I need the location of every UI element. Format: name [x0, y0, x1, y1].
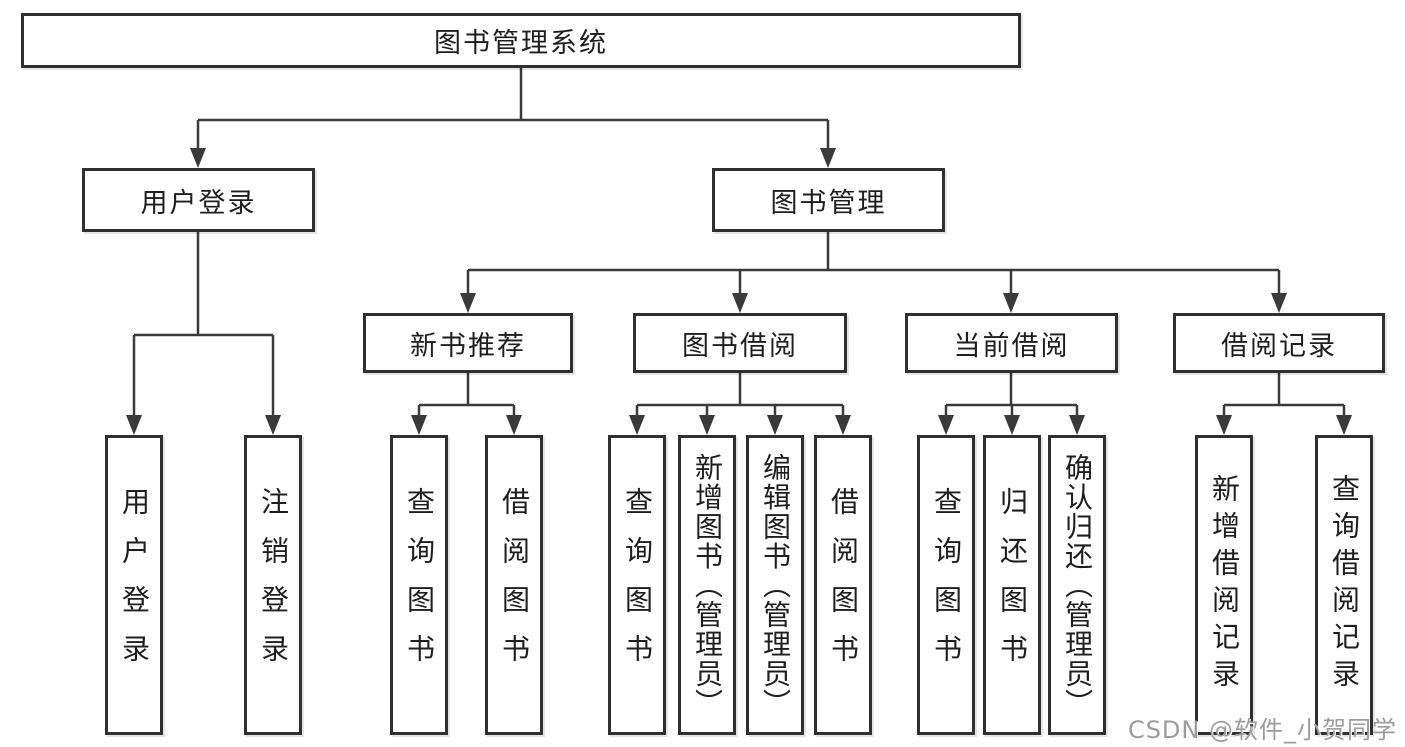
node-book-management-branch: 图书管理	[712, 168, 945, 232]
leaf-borrow-books: 借阅图书	[814, 435, 872, 735]
leaf-borrow-books-label: 借阅图书	[827, 487, 860, 683]
leaf-add-borrow-record-label: 新增借阅记录	[1208, 474, 1241, 696]
node-borrow-records-label: 借阅记录	[1221, 330, 1337, 362]
leaf-user-login: 用户登录	[105, 435, 163, 735]
leaf-logout: 注销登录	[244, 435, 302, 735]
node-library-system-label: 图书管理系统	[434, 28, 608, 59]
node-user-login-branch: 用户登录	[82, 168, 315, 232]
node-new-book-recommend: 新书推荐	[363, 313, 573, 373]
node-book-management-label: 图书管理	[770, 187, 887, 219]
leaf-query-books-recommend-label: 查询图书	[403, 487, 436, 683]
csdn-watermark: CSDN @软件_小贺同学	[1127, 716, 1397, 744]
node-borrow-records: 借阅记录	[1173, 313, 1385, 373]
leaf-query-borrow-record: 查询借阅记录	[1315, 435, 1373, 735]
leaf-query-books-borrow: 查询图书	[608, 435, 666, 735]
leaf-add-books-admin: 新增图书（管理员）	[678, 435, 736, 735]
node-book-borrow-label: 图书借阅	[682, 330, 798, 362]
arrowheads	[126, 148, 1352, 435]
leaf-confirm-return-admin: 确认归还（管理员）	[1048, 435, 1106, 735]
leaf-borrow-books-recommend-label: 借阅图书	[498, 487, 531, 683]
leaf-return-books-label: 归还图书	[996, 487, 1029, 683]
leaf-add-books-admin-label: 新增图书（管理员）	[691, 452, 724, 718]
node-library-system: 图书管理系统	[21, 13, 1021, 68]
leaf-confirm-return-admin-label: 确认归还（管理员）	[1061, 452, 1094, 718]
leaf-query-books-borrow-label: 查询图书	[621, 487, 654, 683]
leaf-return-books: 归还图书	[983, 435, 1041, 735]
leaf-user-login-label: 用户登录	[118, 487, 151, 683]
leaf-query-books-recommend: 查询图书	[390, 435, 448, 735]
leaf-borrow-books-recommend: 借阅图书	[485, 435, 543, 735]
node-current-borrow-label: 当前借阅	[953, 330, 1070, 362]
leaf-query-books-current: 查询图书	[917, 435, 975, 735]
leaf-edit-books-admin-label: 编辑图书（管理员）	[759, 452, 792, 718]
node-user-login-label: 用户登录	[140, 187, 257, 219]
node-new-book-recommend-label: 新书推荐	[410, 330, 526, 362]
leaf-query-borrow-record-label: 查询借阅记录	[1328, 474, 1361, 696]
leaf-logout-label: 注销登录	[257, 487, 290, 683]
node-current-borrow: 当前借阅	[905, 313, 1118, 373]
node-book-borrow: 图书借阅	[633, 313, 847, 373]
leaf-edit-books-admin: 编辑图书（管理员）	[746, 435, 804, 735]
leaf-query-books-current-label: 查询图书	[930, 487, 963, 683]
leaf-add-borrow-record: 新增借阅记录	[1195, 435, 1253, 735]
